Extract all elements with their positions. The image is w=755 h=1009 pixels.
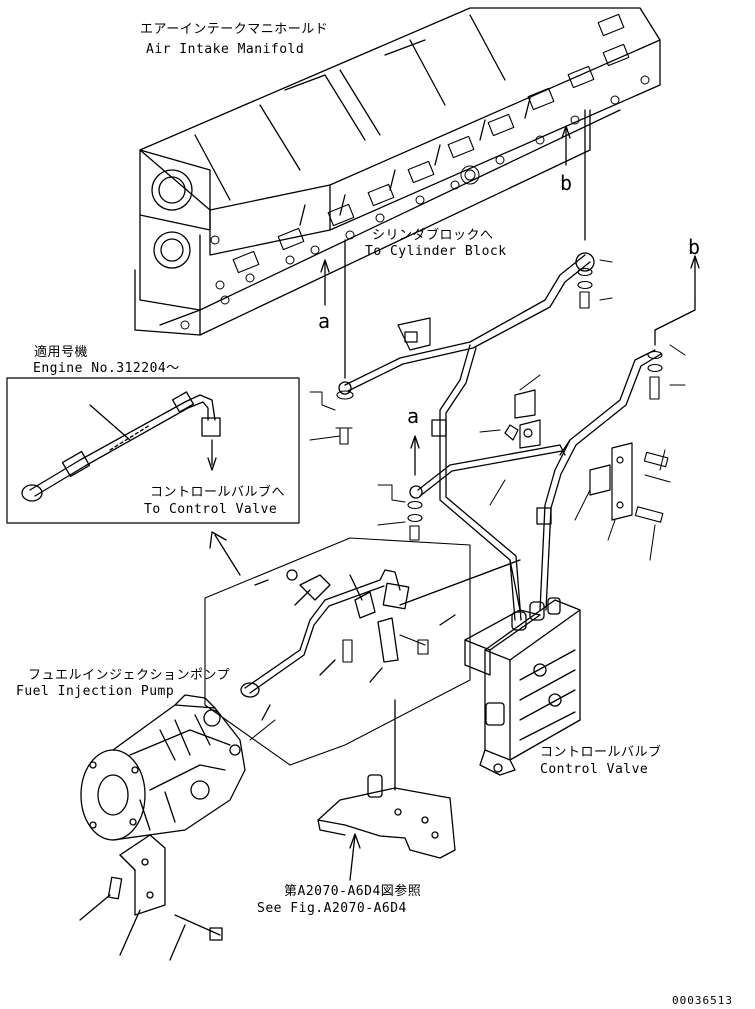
control-valve xyxy=(464,597,581,776)
control-valve-label-en: Control Valve xyxy=(540,762,649,777)
engine-no-label-jp: 適用号機 xyxy=(34,345,89,360)
to-control-valve-label-en: To Control Valve xyxy=(144,502,278,517)
see-figure-label-en: See Fig.A2070-A6D4 xyxy=(257,901,407,916)
air-intake-manifold xyxy=(134,7,661,336)
pump-bracket xyxy=(79,834,223,961)
oil-pipes xyxy=(338,252,662,621)
inset-pointer-head xyxy=(209,531,227,549)
manifold-label-en: Air Intake Manifold xyxy=(146,42,305,57)
engine-inset-box xyxy=(6,377,300,524)
pipe-clamps xyxy=(397,317,633,521)
callout-arrows xyxy=(320,125,700,476)
bolts-and-washers xyxy=(335,267,671,663)
detail-view-outline xyxy=(204,537,521,766)
inset-pointer xyxy=(214,534,241,576)
mounting-bracket xyxy=(317,699,456,881)
cylinder-block-label-en: To Cylinder Block xyxy=(365,244,507,259)
callout-b-manifold: b xyxy=(560,171,573,195)
to-control-valve-label-jp: コントロールバルブへ xyxy=(150,485,286,500)
manifold-label-jp: エアーインテークマニホールド xyxy=(140,22,329,37)
callout-a-manifold: a xyxy=(318,309,331,333)
control-valve-label-jp: コントロールバルブ xyxy=(540,745,662,760)
leader-lines xyxy=(309,259,686,561)
cylinder-block-label-jp: シリンダブロックへ xyxy=(372,228,494,243)
fuel-pump-label-jp: フュエルインジェクションポンプ xyxy=(28,668,231,683)
callout-b-pipe: b xyxy=(688,235,701,259)
fuel-injection-pump xyxy=(80,694,246,841)
see-figure-label-jp: 第A2070-A6D4図参照 xyxy=(284,884,422,899)
fuel-pump-label-en: Fuel Injection Pump xyxy=(16,684,175,699)
drawing-number: 00036513 xyxy=(672,994,733,1007)
callout-a-pipe: a xyxy=(407,404,420,428)
engine-no-label-en: Engine No.312204～ xyxy=(33,361,180,376)
